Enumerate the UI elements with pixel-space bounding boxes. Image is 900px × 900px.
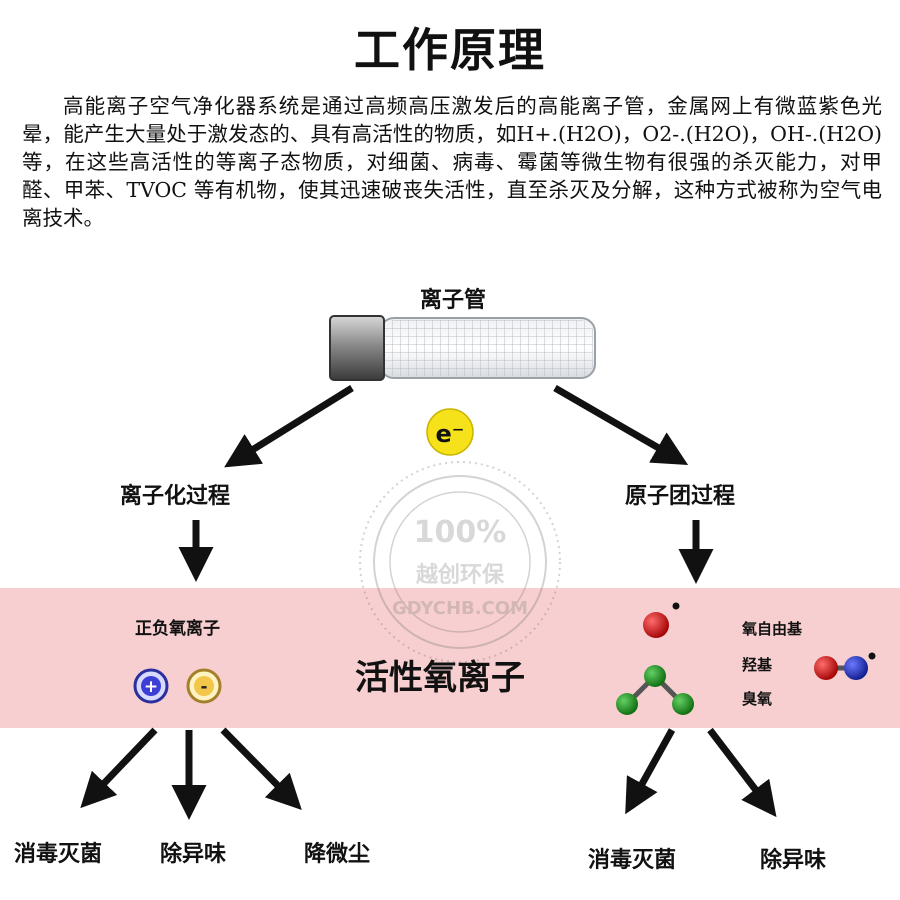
outcome-dust-reduction: 降微尘 <box>304 842 371 867</box>
pos-neg-oxygen-ion-label: 正负氧离子 <box>135 619 220 639</box>
negative-ion-icon: - <box>186 668 222 704</box>
electron-symbol: e⁻ <box>436 420 465 448</box>
arrow-to-deodorize-right <box>707 727 777 818</box>
watermark-percent: 100% <box>414 515 507 550</box>
electron-icon: e⁻ <box>426 408 474 456</box>
watermark-site: GDYCHB.COM <box>392 598 528 619</box>
arrow-tube-to-ionization <box>224 385 354 468</box>
outcome-deodorize-left: 除异味 <box>160 842 227 867</box>
intro-paragraph: 高能离子空气净化器系统是通过高频高压激发后的高能离子管，金属网上有微蓝紫色光晕，… <box>22 94 882 230</box>
arrow-to-disinfect-left <box>80 727 158 809</box>
outcome-disinfect-left: 消毒灭菌 <box>14 842 103 867</box>
active-oxygen-ion-label: 活性氧离子 <box>355 658 525 698</box>
plus-sign: + <box>144 677 158 697</box>
arrow-to-disinfect-right <box>625 728 676 815</box>
atomic-cluster-process-label: 原子团过程 <box>625 484 736 509</box>
oxygen-radical-label: 氧自由基 <box>742 620 803 638</box>
positive-ion-icon: + <box>133 668 169 704</box>
watermark-stamp: 100% 越创环保 GDYCHB.COM <box>359 461 561 663</box>
ion-tube <box>329 315 596 381</box>
hydroxyl-molecule-icon <box>814 652 876 680</box>
page-title: 工作原理 <box>354 23 546 77</box>
hydroxyl-label: 羟基 <box>742 656 773 674</box>
outcome-disinfect-right: 消毒灭菌 <box>588 848 677 873</box>
watermark-brand: 越创环保 <box>415 563 505 588</box>
arrow-to-dust <box>220 727 302 810</box>
active-oxygen-band <box>0 588 900 728</box>
ozone-molecule-icon <box>616 665 694 715</box>
ozone-label: 臭氧 <box>742 690 773 708</box>
ionization-process-label: 离子化过程 <box>120 484 231 509</box>
oxygen-radical-icon <box>643 602 680 638</box>
minus-sign: - <box>200 677 207 697</box>
arrow-tube-to-cluster <box>553 384 689 466</box>
ion-tube-label: 离子管 <box>420 288 487 313</box>
outcome-deodorize-right: 除异味 <box>760 848 827 873</box>
